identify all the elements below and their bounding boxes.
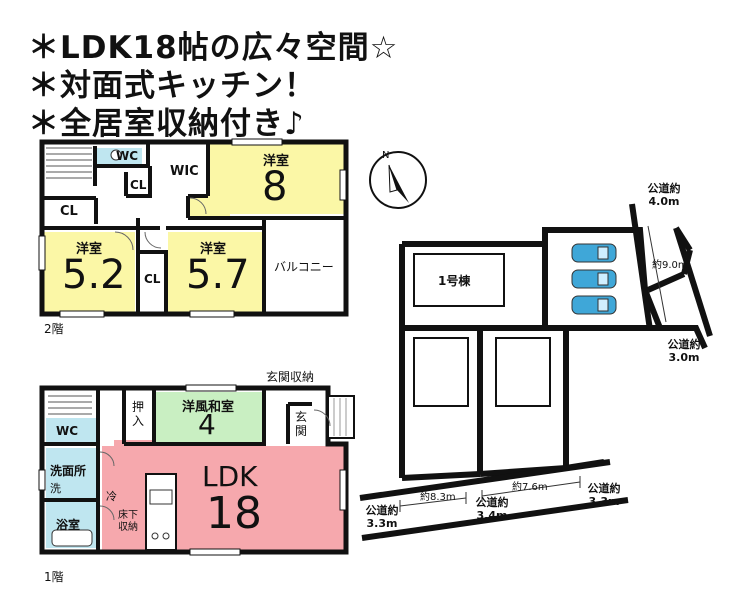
western-room-5-7-fill xyxy=(168,232,262,312)
yukashita-label: 床下収納 xyxy=(118,510,138,533)
senmenjo-label: 洗面所 xyxy=(50,464,87,478)
balcony-label: バルコニー xyxy=(274,260,334,274)
western-5-2-size: 5.2 xyxy=(62,252,126,298)
bathtub xyxy=(51,529,93,547)
kitchen-counter xyxy=(145,473,177,551)
oshiire-label: 押入 xyxy=(132,400,145,428)
headline-1: ＊LDK18帖の広々空間☆ xyxy=(28,30,399,66)
stairs-2f xyxy=(46,147,92,179)
headline-2: ＊対面式キッチン！ xyxy=(28,68,316,104)
cl-top-label: CL xyxy=(130,178,147,192)
floor-2-label: 2階 xyxy=(44,322,64,336)
ldk-size: 18 xyxy=(206,488,262,539)
building-1-label: 1号棟 xyxy=(438,274,471,288)
floor-1-outline xyxy=(39,385,349,555)
senmenjo-fill xyxy=(46,448,98,498)
parked-cars xyxy=(571,243,617,315)
span-left-label: 約8.3m xyxy=(420,492,456,503)
western-5-7-size: 5.7 xyxy=(186,252,250,298)
building-3 xyxy=(495,337,551,407)
entrance-storage-label: 玄関収納 xyxy=(266,370,315,384)
building-1 xyxy=(413,253,505,307)
road-top-right: 公道約4.0m xyxy=(647,182,681,208)
cl-mid-label: CL xyxy=(144,272,161,286)
road-bottom-mid: 公道約3.4m xyxy=(475,496,509,522)
western-8-size: 8 xyxy=(262,164,288,210)
compass-n-label: N xyxy=(382,150,390,161)
sen-label: 洗 xyxy=(50,482,61,495)
wc-2f-label: WC xyxy=(116,149,139,163)
cl-left-label: CL xyxy=(60,204,78,219)
road-right-width: 約9.0m xyxy=(652,260,688,271)
floor-2-plan xyxy=(38,138,349,318)
headline-3: ＊全居室収納付き♪ xyxy=(28,106,305,142)
western-5-2-name: 洋室 xyxy=(76,242,103,257)
washitsu-size: 4 xyxy=(198,408,216,441)
compass-icon xyxy=(369,151,427,209)
yokushitsu-label: 浴室 xyxy=(56,518,81,532)
span-right-label: 約7.6m xyxy=(512,482,548,493)
washitsu-name: 洋風和室 xyxy=(182,400,235,415)
road-right-lower: 公道約3.0m xyxy=(667,338,701,364)
floor-1-label: 1階 xyxy=(44,570,64,584)
genkan-label: 玄関 xyxy=(295,410,308,438)
wic-label: WIC xyxy=(170,164,199,179)
floor-1-plan xyxy=(38,384,355,556)
ldk-fill xyxy=(102,446,346,550)
site-plan xyxy=(359,151,713,541)
wc-1f-fill xyxy=(46,418,98,442)
road-bottom-left: 公道約3.3m xyxy=(365,504,399,530)
western-8-name: 洋室 xyxy=(263,154,290,169)
reizo-label: 冷 xyxy=(106,490,117,503)
western-room-5-2-fill xyxy=(44,232,135,312)
building-2 xyxy=(413,337,469,407)
western-5-7-name: 洋室 xyxy=(200,242,227,257)
wc-1f-label: WC xyxy=(56,424,79,438)
stairs-1f xyxy=(48,395,92,415)
road-bottom-right: 公道約3.3m xyxy=(587,482,621,508)
washitsu-fill xyxy=(156,392,262,442)
western-room-8-fill xyxy=(210,144,344,214)
ldk-name: LDK xyxy=(202,460,258,493)
